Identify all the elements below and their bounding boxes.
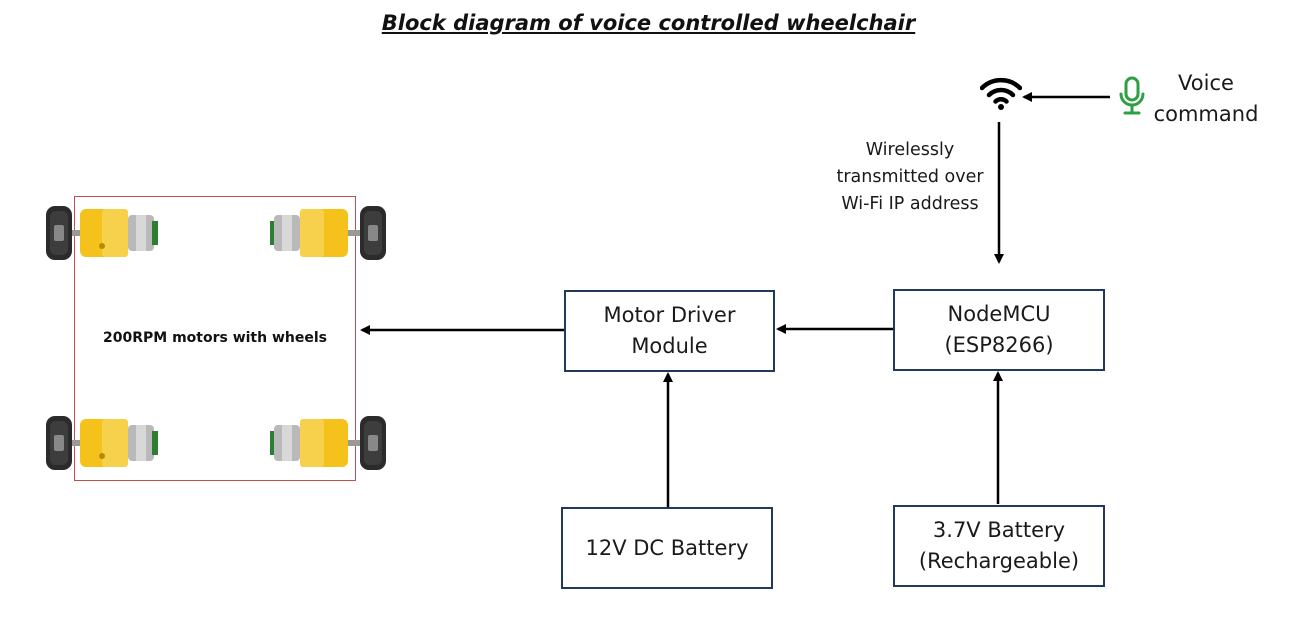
motor-driver-block: Motor Driver Module — [564, 290, 775, 372]
wireless-note-line3: Wi-Fi IP address — [841, 194, 979, 214]
voice-command-label: Voice command — [1146, 68, 1266, 130]
battery-37v-label-line1: 3.7V Battery — [932, 518, 1066, 542]
battery-37v-label-line2: (Rechargeable) — [918, 549, 1080, 573]
voice-label-line2: command — [1153, 102, 1259, 126]
voice-label-line1: Voice — [1178, 71, 1234, 95]
wireless-note: Wirelessly transmitted over Wi-Fi IP add… — [815, 137, 1005, 218]
motor-driver-label-line2: Module — [631, 334, 708, 358]
battery-12v-label: 12V DC Battery — [585, 535, 749, 560]
battery-12v-block: 12V DC Battery — [561, 507, 773, 589]
battery-37v-block: 3.7V Battery (Rechargeable) — [893, 505, 1105, 587]
wireless-note-line2: transmitted over — [836, 167, 984, 187]
wifi-icon — [980, 77, 1022, 110]
motors-frame — [74, 196, 356, 481]
motor-driver-label-line1: Motor Driver — [603, 303, 736, 327]
microphone-icon — [1119, 76, 1145, 115]
nodemcu-label-line2: (ESP8266) — [944, 333, 1054, 357]
motor-bottom-right-icon — [270, 416, 386, 470]
diagram-title: Block diagram of voice controlled wheelc… — [381, 11, 916, 35]
motors-label: 200RPM motors with wheels — [103, 330, 327, 346]
motor-top-left-icon — [46, 206, 158, 260]
motor-top-right-icon — [270, 206, 386, 260]
nodemcu-block: NodeMCU (ESP8266) — [893, 289, 1105, 371]
wireless-note-line1: Wirelessly — [865, 140, 955, 160]
motor-bottom-left-icon — [46, 416, 158, 470]
nodemcu-label-line1: NodeMCU — [947, 302, 1051, 326]
